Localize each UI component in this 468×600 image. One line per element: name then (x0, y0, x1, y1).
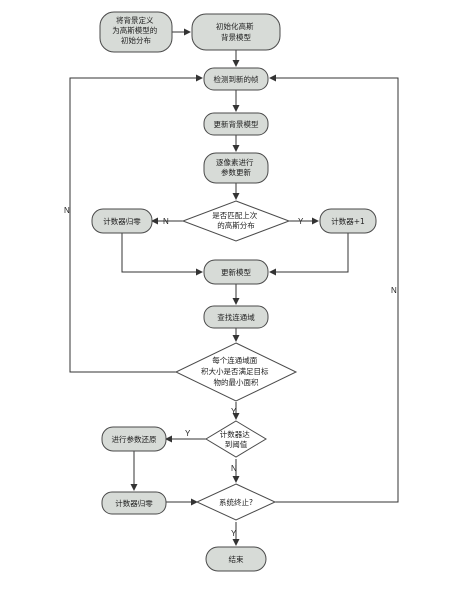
label-system-yes: Y (231, 529, 237, 538)
define-bg-line-3: 初始分布 (121, 35, 151, 45)
svg-text:计数器达 到阈值: 计数器达 到阈值 (220, 429, 252, 449)
svg-text:是否匹配上次 的高斯分布: 是否匹配上次 的高斯分布 (212, 210, 259, 230)
svg-text:逐像素进行 参数更新: 逐像素进行 参数更新 (216, 157, 256, 177)
svg-text:初始化高斯 背景模型: 初始化高斯 背景模型 (216, 21, 256, 42)
svg-text:计数器+1: 计数器+1 (331, 216, 365, 226)
edges (69, 28, 399, 546)
node-end: 结束 (205, 546, 267, 572)
area-check-line-3: 物的最小面积 (214, 377, 259, 387)
match-gauss-line-2: 的高斯分布 (217, 220, 255, 230)
counter-reset-1-line-1: 计数器归零 (103, 216, 141, 226)
node-counter-increment: 计数器+1 (319, 208, 377, 234)
node-system-end-decision: 系统终止? (195, 483, 277, 521)
svg-text:检测到新的帧: 检测到新的帧 (214, 74, 259, 84)
label-match-no: N (163, 217, 169, 226)
label-system-no: N (391, 286, 397, 295)
label-area-yes: Y (231, 407, 237, 416)
edge-inc-to-update-model (269, 233, 349, 276)
node-area-check-decision: 每个连通域面 积大小是否满足目标 物的最小面积 (174, 342, 298, 402)
label-area-no: N (64, 206, 70, 215)
svg-text:计数器归零: 计数器归零 (103, 216, 141, 226)
update-bg-line-1: 更新背景模型 (214, 119, 259, 129)
node-init-model: 初始化高斯 背景模型 (191, 13, 281, 51)
edge-system-no-loop (269, 74, 399, 503)
edge-reset1-to-update-model (121, 233, 203, 276)
define-bg-line-1: 将背景定义 (116, 15, 154, 25)
svg-text:进行参数还原: 进行参数还原 (112, 434, 157, 444)
svg-text:更新模型: 更新模型 (221, 267, 251, 277)
node-param-restore: 进行参数还原 (101, 426, 167, 452)
init-model-line-2: 背景模型 (221, 32, 251, 42)
end-line-1: 结束 (229, 554, 244, 564)
node-counter-reset-2: 计数器归零 (101, 491, 167, 515)
node-update-model: 更新模型 (203, 259, 269, 285)
area-check-line-1: 每个连通域面 (212, 355, 257, 365)
threshold-line-2: 到阈值 (225, 439, 248, 449)
node-match-gaussian-decision: 是否匹配上次 的高斯分布 (181, 200, 291, 242)
pixel-param-line-2: 参数更新 (221, 167, 251, 177)
detect-frame-line-1: 检测到新的帧 (214, 74, 259, 84)
area-check-line-2: 积大小是否满足目标 (201, 366, 269, 376)
update-model-line-1: 更新模型 (221, 267, 251, 277)
edge-labels: N Y N Y Y N N Y (64, 206, 397, 538)
svg-text:计数器归零: 计数器归零 (115, 498, 153, 508)
node-find-connected-domains: 查找连通域 (203, 305, 269, 329)
edge-area-no-loop (69, 74, 203, 373)
node-threshold-decision: 计数器达 到阈值 (205, 420, 267, 458)
node-pixel-param-update: 逐像素进行 参数更新 (203, 152, 269, 184)
init-model-line-1: 初始化高斯 (216, 21, 254, 31)
label-match-yes: Y (298, 217, 304, 226)
svg-text:每个连通域面 积大小是否满足目标 物: 每个连通域面 积大小是否满足目标 物的最小面积 (201, 355, 271, 387)
node-detect-frame: 检测到新的帧 (203, 67, 269, 91)
svg-text:将背景定义 为高斯模型的 初始分布: 将背景定义 为高斯模型的 初始分布 (112, 15, 159, 45)
define-bg-line-2: 为高斯模型的 (112, 25, 157, 35)
node-define-background: 将背景定义 为高斯模型的 初始分布 (99, 11, 173, 53)
svg-text:结束: 结束 (229, 554, 244, 564)
threshold-line-1: 计数器达 (220, 429, 250, 439)
svg-text:查找连通域: 查找连通域 (217, 312, 255, 322)
svg-text:系统终止?: 系统终止? (219, 497, 253, 507)
find-connected-line-1: 查找连通域 (217, 312, 255, 322)
counter-reset-2-line-1: 计数器归零 (115, 498, 153, 508)
match-gauss-line-1: 是否匹配上次 (212, 210, 257, 220)
node-update-background: 更新背景模型 (203, 112, 269, 136)
counter-inc-line-1: 计数器+1 (331, 216, 365, 226)
node-counter-reset-1: 计数器归零 (91, 208, 153, 234)
param-restore-line-1: 进行参数还原 (112, 434, 157, 444)
system-end-line-1: 系统终止? (219, 497, 253, 507)
label-threshold-no: N (231, 464, 237, 473)
label-threshold-yes: Y (185, 429, 191, 438)
svg-text:更新背景模型: 更新背景模型 (214, 119, 259, 129)
pixel-param-line-1: 逐像素进行 (216, 157, 254, 167)
